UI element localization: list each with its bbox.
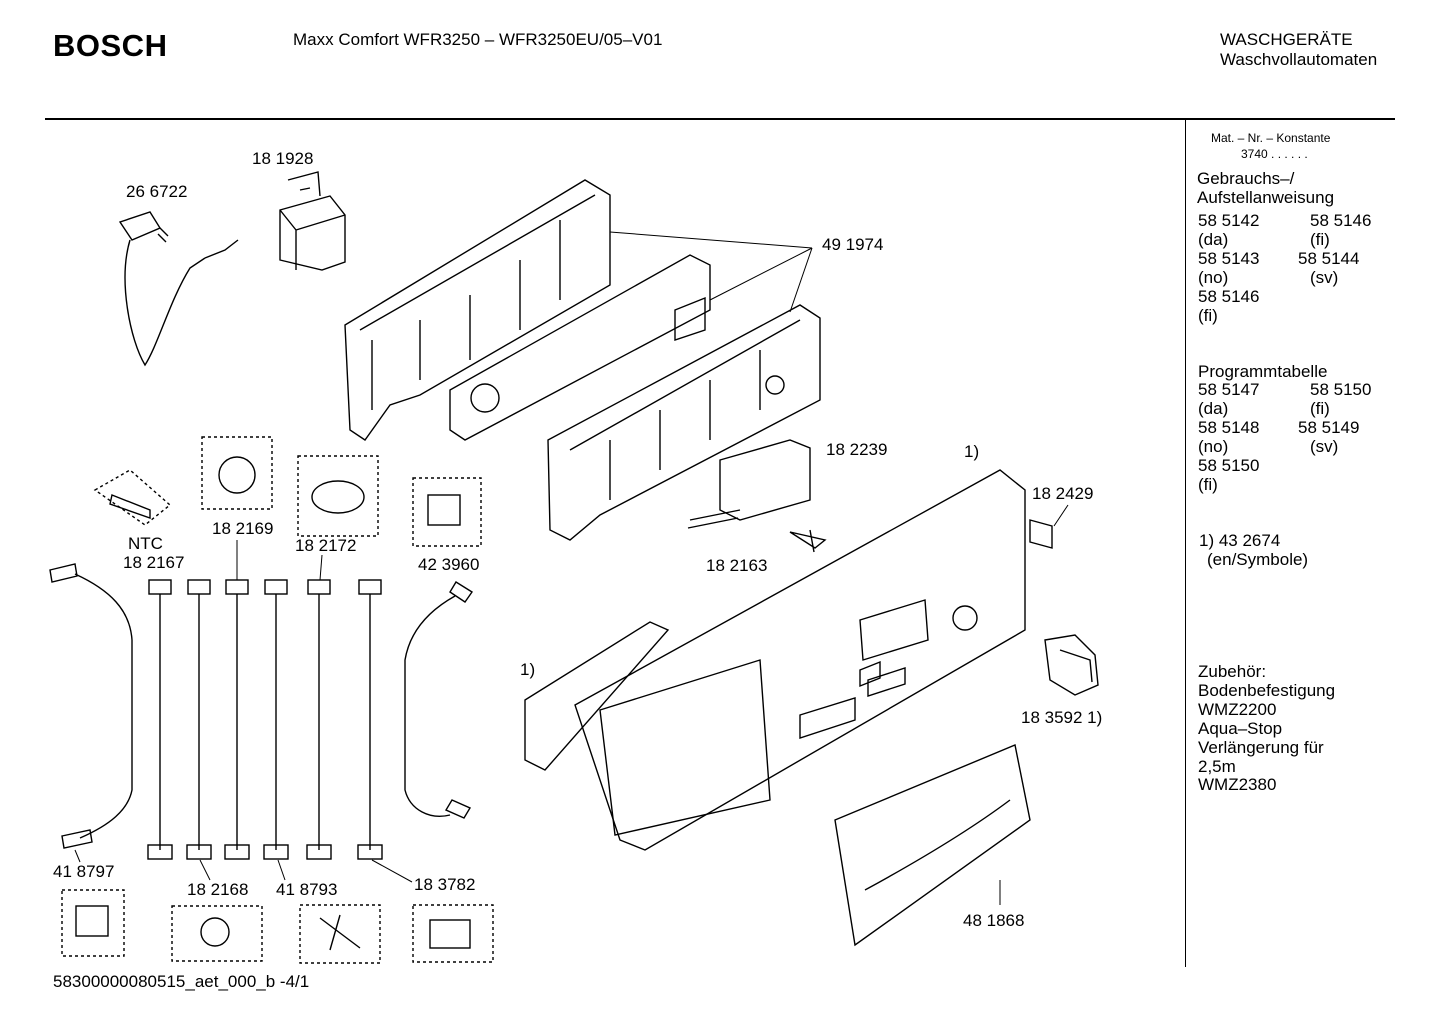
manual-entry-a-1: (da) — [1198, 230, 1229, 249]
brand-logo: BOSCH — [53, 28, 168, 63]
document-id: 58300000080515_aet_000_b -4/1 — [53, 972, 310, 991]
part-label-183782: 18 3782 — [414, 875, 476, 894]
part-label-266722: 26 6722 — [126, 182, 188, 201]
program-entry-a-3: (no) — [1198, 437, 1229, 456]
part-label-481868: 48 1868 — [963, 911, 1025, 930]
manual-entry-b-2: 58 5144 — [1298, 249, 1360, 268]
mat-nr-value: 3740 . . . . . . — [1241, 147, 1308, 161]
category-line-2: Waschvollautomaten — [1220, 50, 1378, 69]
manual-entry-a-3: (no) — [1198, 268, 1229, 287]
program-entry-b-1: (fi) — [1310, 399, 1330, 418]
category-label: WASCHGERÄTE Waschvollautomaten — [1220, 30, 1377, 70]
manual-entry-a-4: 58 5146 — [1198, 287, 1260, 306]
manual-entry-b-1: (fi) — [1310, 230, 1330, 249]
manual-title-2: Aufstellanweisung — [1197, 188, 1335, 207]
bracket-drawing — [1029, 519, 1053, 549]
header-divider — [45, 118, 1395, 120]
part-label-182167: 18 2167 — [123, 553, 185, 572]
part-label-footnote-1a: 1) — [964, 442, 980, 461]
knob-drawing — [1044, 634, 1099, 696]
manual-title-1: Gebrauchs–/ — [1197, 169, 1295, 188]
part-label-418793: 41 8793 — [276, 880, 338, 899]
part-label-182239: 18 2239 — [826, 440, 888, 459]
program-entry-a-0: 58 5147 — [1198, 380, 1260, 399]
display-module-drawing — [687, 439, 811, 529]
wiring-harnesses — [49, 563, 473, 860]
note-line-1: 1) 43 2674 — [1199, 531, 1281, 550]
model-title: Maxx Comfort WFR3250 – WFR3250EU/05–V01 — [293, 30, 663, 49]
part-label-182168: 18 2168 — [187, 880, 249, 899]
part-label-418797: 41 8797 — [53, 862, 115, 881]
manual-entry-a-2: 58 5143 — [1198, 249, 1260, 268]
accessory-0: Zubehör: — [1198, 662, 1267, 681]
accessory-6: WMZ2380 — [1198, 775, 1277, 794]
capacitor-drawing — [279, 171, 346, 271]
program-entry-a-2: 58 5148 — [1198, 418, 1260, 437]
program-entry-a-1: (da) — [1198, 399, 1229, 418]
program-entry-b-3: (sv) — [1310, 437, 1339, 456]
manual-entry-b-0: 58 5146 — [1310, 211, 1372, 230]
category-line-1: WASCHGERÄTE — [1220, 30, 1353, 49]
manual-entry-b-3: (sv) — [1310, 268, 1339, 287]
part-label-182172: 18 2172 — [295, 536, 357, 555]
part-label-182169: 18 2169 — [212, 519, 274, 538]
part-label-ntc: NTC — [128, 534, 163, 553]
control-panel-drawing — [574, 469, 1026, 851]
mat-nr-title: Mat. – Nr. – Konstante — [1211, 131, 1331, 145]
part-label-182163: 18 2163 — [706, 556, 768, 575]
detail-boxes — [61, 436, 494, 964]
part-label-491974: 49 1974 — [822, 235, 884, 254]
note-line-2: (en/Symbole) — [1207, 550, 1309, 569]
program-entry-b-2: 58 5149 — [1298, 418, 1360, 437]
manual-entry-a-5: (fi) — [1198, 306, 1218, 325]
manual-entry-a-0: 58 5142 — [1198, 211, 1260, 230]
accessory-3: Aqua–Stop — [1198, 719, 1283, 738]
program-entry-a-4: 58 5150 — [1198, 456, 1260, 475]
clip-drawing — [789, 529, 827, 553]
seal-drawing — [524, 621, 670, 771]
control-housing-drawing — [344, 179, 821, 541]
program-entry-a-5: (fi) — [1198, 475, 1218, 494]
accessory-5: 2,5m — [1198, 757, 1236, 776]
ntc-sensor-drawing — [93, 469, 172, 526]
part-label-181928: 18 1928 — [252, 149, 314, 168]
accessory-2: WMZ2200 — [1198, 700, 1277, 719]
accessory-4: Verlängerung für — [1198, 738, 1324, 757]
part-label-183592: 18 3592 1) — [1021, 708, 1103, 727]
program-entry-b-0: 58 5150 — [1310, 380, 1372, 399]
drawer-handle-grip — [864, 799, 1011, 891]
drawer-handle-drawing — [834, 744, 1031, 947]
program-title: Programmtabelle — [1198, 362, 1328, 381]
accessory-1: Bodenbefestigung — [1198, 681, 1336, 700]
part-label-footnote-1b: 1) — [520, 660, 536, 679]
power-cord-drawing — [118, 211, 239, 367]
sidebar-divider — [1185, 119, 1186, 967]
part-label-182429: 18 2429 — [1032, 484, 1094, 503]
part-label-423960: 42 3960 — [418, 555, 480, 574]
